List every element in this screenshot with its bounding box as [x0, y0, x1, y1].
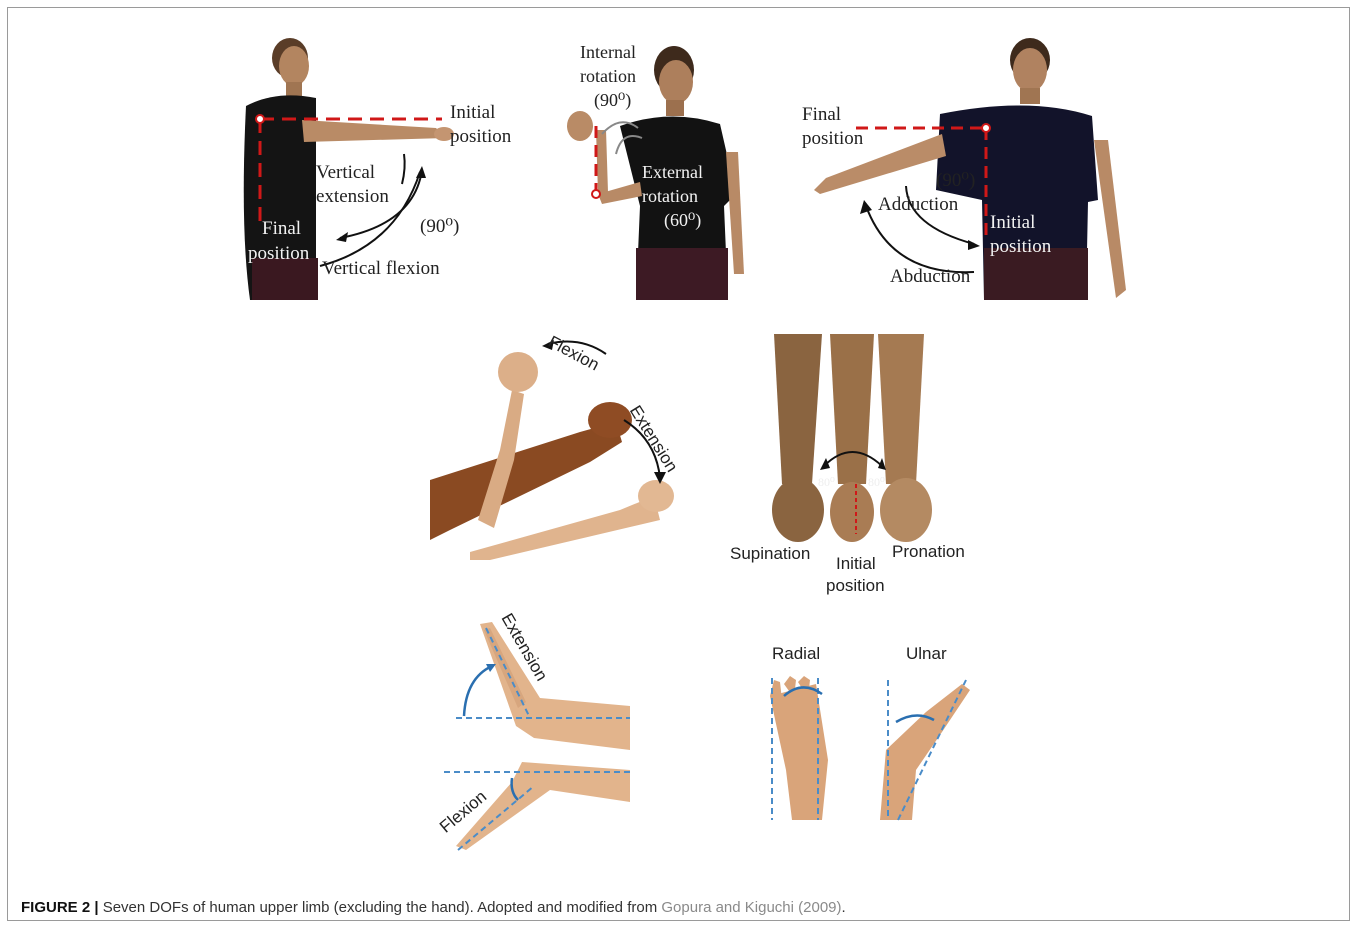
label-supination: Supination — [730, 544, 810, 564]
label-vertical-flexion: Vertical flexion — [322, 258, 440, 280]
label-final: Final — [802, 104, 841, 126]
label-angle: (90⁰) — [936, 170, 975, 192]
label-internal-angle: (90⁰) — [594, 90, 631, 111]
label-initial: Initial — [836, 554, 876, 574]
panel-elbow: Flexion Extension — [430, 330, 700, 560]
shoulder-abduction-illustration — [796, 30, 1136, 300]
caption-end: . — [842, 899, 846, 916]
caption-text: Seven DOFs of human upper limb (excludin… — [99, 899, 662, 916]
label-final-position: position — [248, 243, 309, 265]
label-vertical: Vertical — [316, 162, 375, 184]
label-adduction: Adduction — [878, 194, 958, 216]
label-final-position: position — [802, 128, 863, 150]
label-ulnar: Ulnar — [906, 644, 947, 664]
label-position: position — [450, 126, 511, 148]
label-external: External — [642, 162, 703, 183]
label-external-angle: (60⁰) — [664, 210, 701, 231]
label-initial: Initial — [450, 102, 495, 124]
label-rotation-external: rotation — [642, 186, 698, 207]
label-initial-position: position — [826, 576, 885, 596]
wrist-dev-illustration — [756, 640, 992, 830]
label-radial: Radial — [772, 644, 820, 664]
label-pronation: Pronation — [892, 542, 965, 562]
label-initial: Initial — [990, 212, 1035, 234]
label-initial-position: position — [990, 236, 1051, 258]
panel-shoulder-vertical: Initial position Vertical extension Fina… — [236, 28, 526, 300]
panel-forearm: 80⁰ 80⁰ Supination Initial position Pron… — [726, 334, 986, 600]
panel-shoulder-abduction: Final position (90⁰) Adduction Initial p… — [796, 30, 1136, 300]
citation-link[interactable]: Gopura and Kiguchi (2009) — [661, 899, 841, 916]
label-final: Final — [262, 218, 301, 240]
label-rotation-internal: rotation — [580, 66, 636, 87]
label-extension: extension — [316, 186, 389, 208]
panel-shoulder-rotation: Internal rotation (90⁰) External rotatio… — [560, 34, 760, 300]
panel-wrist-dev: Radial Ulnar — [756, 640, 992, 830]
label-angle: (90⁰) — [420, 216, 459, 238]
label-abduction: Abduction — [890, 266, 970, 288]
figure-label: FIGURE 2 | — [21, 899, 99, 916]
label-internal: Internal — [580, 42, 636, 63]
label-angle-left: 80⁰ — [818, 476, 835, 490]
figure-caption: FIGURE 2 | Seven DOFs of human upper lim… — [21, 899, 1331, 916]
panel-wrist-flex: Extension Flexion — [430, 606, 634, 858]
label-angle-right: 80⁰ — [868, 476, 885, 490]
